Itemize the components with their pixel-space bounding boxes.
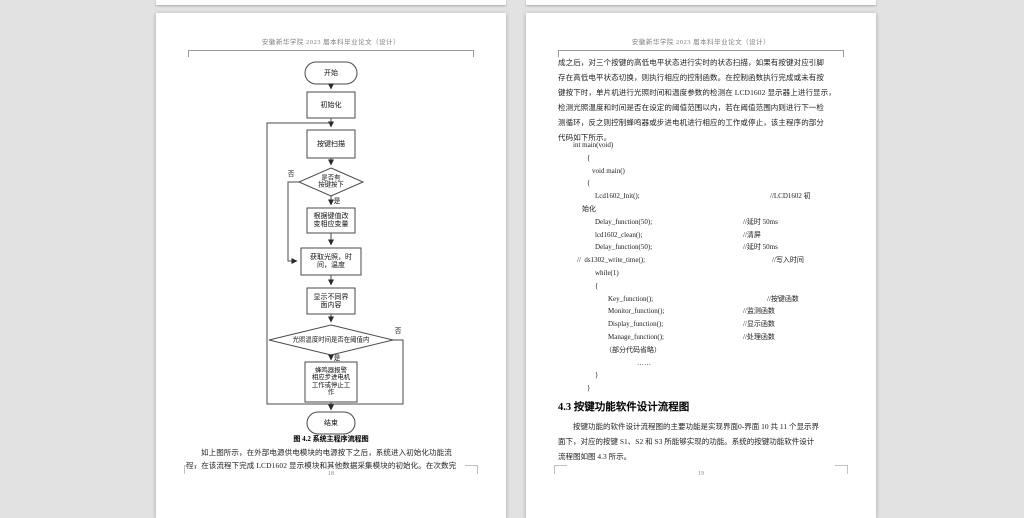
page-header-left: 安徽新华学院 2023 届本科毕业论文（设计）	[261, 39, 401, 46]
text-boundary-mark	[554, 465, 567, 474]
page-number: 18	[328, 471, 334, 477]
page-header-right: 安徽新华学院 2023 届本科毕业论文（设计）	[631, 39, 771, 46]
body-paragraph: 如上图所示，在外部电源供电模块的电源按下之后，系统进入初始化功能流 程，在该流程…	[186, 447, 478, 472]
text-boundary-mark	[465, 465, 478, 474]
code-line: Manage_function();//处理函数	[608, 332, 775, 341]
text-boundary-tick	[558, 50, 559, 57]
body-paragraph: 按键功能的软件设计流程图的主要功能是实现界面0-界面 10 共 11 个显示界 …	[558, 419, 848, 464]
flowchart-end-label: 结束	[324, 418, 338, 427]
paragraph-line: 程，在该流程下完成 LCD1602 显示模块和其他数据采集模块的初始化。在次数完	[186, 460, 457, 470]
text-boundary-mark	[835, 465, 848, 474]
code-line: Delay_function(50);//延时 50ms	[595, 217, 778, 226]
text-boundary-tick	[473, 50, 474, 57]
flowchart-acquire-label: 获取光照，时 间，温度	[310, 252, 352, 269]
code-line: int main(void)	[573, 141, 614, 149]
document-page-left[interactable]: 安徽新华学院 2023 届本科毕业论文（设计）	[156, 13, 506, 518]
body-paragraph: 成之后，对三个按键的高低电平状态进行实时的状态扫描，如果有按键对应引脚 存在高低…	[558, 55, 848, 145]
section-heading: 4.3 按键功能软件设计流程图	[558, 402, 690, 413]
flowchart-no1-label: 否	[287, 170, 295, 178]
flowchart-scan-label: 按键扫描	[317, 139, 345, 148]
page-number: 19	[698, 471, 704, 477]
flowchart-init-label: 初始化	[320, 100, 342, 109]
flowchart-decision1-label: 是否有 按键按下	[318, 174, 344, 189]
code-line: Delay_function(50);//延时 50ms	[595, 243, 778, 252]
flowchart-display-label: 显示不同界 面内容	[313, 292, 349, 309]
paragraph-line: 按键功能的软件设计流程图的主要功能是实现界面0-界面 10 共 11 个显示界	[573, 422, 819, 431]
code-line: while(1)	[595, 268, 619, 277]
flowchart-no2-path	[266, 122, 404, 405]
previous-page-bottom-right	[526, 0, 876, 5]
document-page-right[interactable]: 安徽新华学院 2023 届本科毕业论文（设计） 成之后，对三个按键的高低电平状态…	[526, 13, 876, 518]
code-line: （部分代码省略）	[605, 345, 661, 354]
code-line: Monitor_function();//监测函数	[608, 307, 775, 316]
paragraph-line: 流程图如图 4.3 所示。	[558, 452, 632, 461]
code-line: lcd1602_clean();//清屏	[595, 230, 761, 239]
paragraph-line: 键按下时，单片机进行光照时间和温度参数的检测在 LCD1602 显示器上进行显示…	[558, 88, 836, 97]
code-line: {	[587, 153, 591, 162]
header-rule	[188, 50, 474, 51]
code-line: void main()	[592, 166, 625, 175]
code-line: Key_function();//按键函数	[608, 294, 799, 303]
flowchart-action-label: 蜂鸣器报警 相应步进电机 工作或停止工 作	[311, 367, 351, 397]
flowchart-yes2-label: 是	[333, 354, 341, 362]
code-line: }	[595, 371, 599, 380]
paragraph-line: 检测光照温度和时间是否在设定的阈值范围以内，若在阈值范围内则进行下一检	[558, 103, 824, 112]
flowchart-no2-label: 否	[394, 327, 402, 335]
paragraph-line: 代码如下所示。	[558, 133, 612, 142]
paragraph-line: 如上图所示，在外部电源供电模块的电源按下之后，系统进入初始化功能流	[201, 448, 452, 457]
code-line: Display_function();//显示函数	[608, 320, 775, 329]
header-rule	[558, 50, 844, 51]
figure-caption: 图 4.2 系统主程序流程图	[293, 435, 369, 443]
previous-page-bottom-left	[156, 0, 506, 5]
code-line: Lcd1602_Init();//LCD1602 初	[595, 192, 811, 201]
flowchart-diagram	[266, 61, 404, 435]
code-line: {	[587, 179, 591, 188]
flowchart-start-label: 开始	[324, 68, 338, 77]
paragraph-line: 测循环，反之则控制蜂鸣器或步进电机进行相应的工作或停止，该主程序的部分	[558, 118, 824, 127]
code-line: }	[587, 384, 591, 393]
code-line: // ds1302_write_time();//写入时间	[577, 256, 804, 265]
flowchart-yes1-label: 是	[333, 197, 341, 205]
code-line: ……	[637, 358, 651, 367]
text-boundary-tick	[188, 50, 189, 57]
text-boundary-mark	[184, 465, 197, 474]
paragraph-line: 成之后，对三个按键的高低电平状态进行实时的状态扫描，如果有按键对应引脚	[558, 58, 824, 67]
paragraph-line: 面下，对应的按键 S1、S2 和 S3 所能够实现的功能。系统的按键功能软件设计	[558, 437, 815, 446]
code-line: 始化	[582, 204, 596, 213]
flowchart-end-shape	[306, 411, 356, 435]
text-boundary-tick	[843, 50, 844, 57]
code-line: {	[595, 281, 599, 290]
code-block: int main(void) { void main() { Lcd1602_I…	[526, 139, 876, 395]
flowchart-keyval-label: 根据键值改 变相应变量	[313, 211, 349, 228]
flowchart-decision2-label: 光照温度时间是否在阈值内	[292, 336, 370, 344]
flowchart-no1-path	[287, 181, 299, 264]
paragraph-line: 存在高低电平状态切换，则执行相应的控制函数。在控制函数执行完成或未有按	[558, 73, 824, 82]
